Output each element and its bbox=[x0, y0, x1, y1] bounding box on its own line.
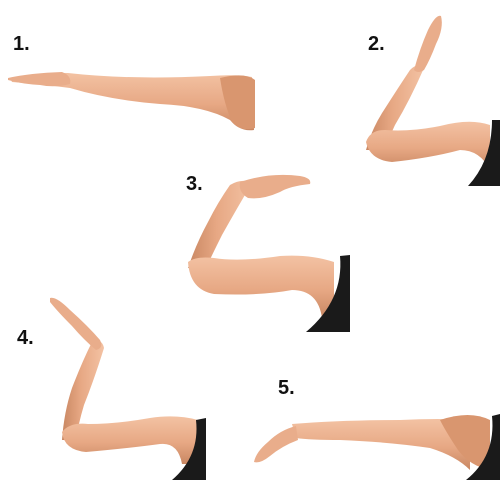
arm-figure-1 bbox=[8, 72, 255, 131]
arm-4-forearm bbox=[62, 340, 104, 440]
arm-4-top bbox=[172, 418, 206, 480]
arm-5-top bbox=[466, 414, 500, 480]
step-label-3: 3. bbox=[186, 173, 203, 195]
step-label-1: 1. bbox=[13, 33, 30, 55]
arm-5-hand bbox=[254, 426, 298, 463]
arm-3-top bbox=[306, 255, 350, 332]
arm-figure-3 bbox=[188, 174, 350, 332]
arm-1-hand bbox=[8, 72, 71, 87]
arm-3-upper bbox=[188, 255, 334, 318]
arm-5-limb bbox=[292, 419, 470, 470]
arm-1-limb bbox=[10, 72, 254, 131]
arm-4-upper bbox=[62, 416, 198, 464]
arm-4-hand bbox=[50, 297, 102, 350]
arm-5-shoulder bbox=[440, 415, 490, 470]
arm-2-hand bbox=[414, 15, 442, 72]
arm-figure-2 bbox=[366, 15, 500, 186]
step-label-5: 5. bbox=[278, 377, 295, 399]
arm-figure-4 bbox=[50, 297, 206, 480]
arm-figure-5 bbox=[254, 414, 500, 480]
arm-2-upper bbox=[366, 121, 490, 170]
arm-2-forearm bbox=[366, 65, 424, 150]
step-label-4: 4. bbox=[17, 327, 34, 349]
arm-1-shoulder bbox=[220, 75, 255, 130]
arm-2-top bbox=[468, 120, 500, 186]
arm-3-hand bbox=[239, 174, 311, 199]
step-label-2: 2. bbox=[368, 33, 385, 55]
arm-3-forearm bbox=[188, 180, 252, 268]
